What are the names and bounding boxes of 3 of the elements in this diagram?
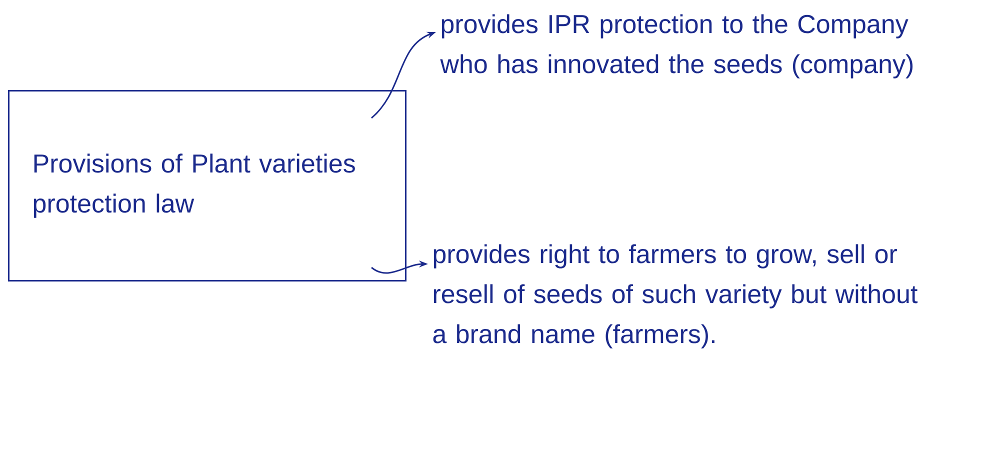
text-box: Provisions of Plant varieties protection law	[8, 90, 406, 282]
note-text: provides right to farmers to grow, sell or resell of seeds of such variety but without a brand name (farmers).	[433, 244, 918, 348]
note-text: provides IPR protection to the Company who has innovated the seeds (company)	[440, 14, 913, 78]
